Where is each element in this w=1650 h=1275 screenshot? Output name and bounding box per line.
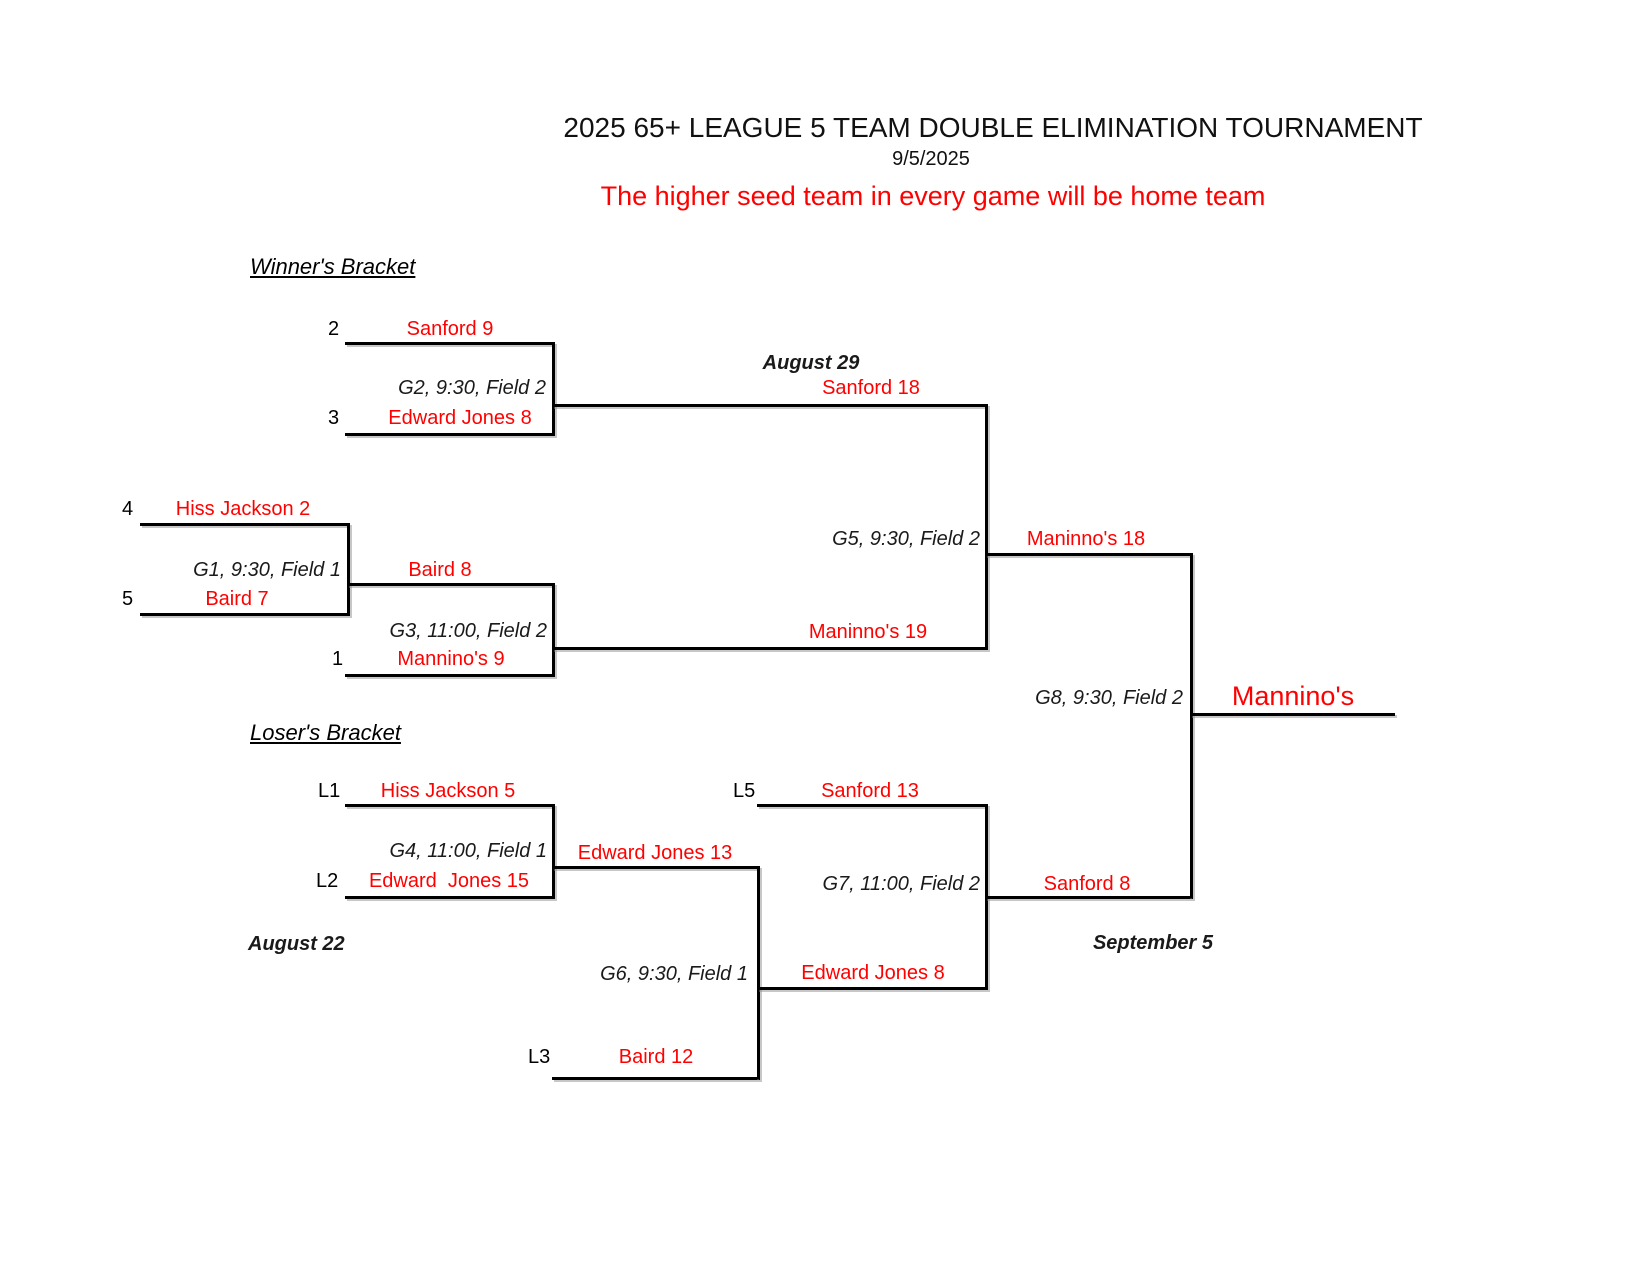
g5-winner-line [985,553,1190,556]
g2-connector [552,342,555,436]
g4-top-seed: L1 [318,780,341,802]
g2-bottom-line [345,433,552,436]
g2-top-line [345,342,552,345]
g2-bottom-seed: 3 [328,407,340,429]
g6-game-label: G6, 9:30, Field 1 [600,963,748,985]
g7-winner-line [985,896,1190,899]
g1-game-label: G1, 9:30, Field 1 [193,559,341,581]
g7-top-line [757,804,985,807]
g1-top-seed: 4 [122,498,134,520]
g6-bottom-team: Baird 12 [618,1046,694,1068]
g4-bottom-team: Edward Jones 15 [368,870,530,892]
winners-bracket-heading: Winner's Bracket [250,254,416,279]
g5-game-label: G5, 9:30, Field 2 [832,528,980,550]
g3-connector [552,583,555,677]
g8-game-label: G8, 9:30, Field 2 [1035,687,1183,709]
g3-winner-line [552,647,985,650]
g4-bottom-seed: L2 [316,870,339,892]
g1-bottom-team: Baird 7 [205,588,269,610]
round-date-september-5: September 5 [1092,932,1214,954]
g2-winner-team: Sanford 18 [822,377,920,399]
g2-bottom-team: Edward Jones 8 [388,407,532,429]
g2-top-team: Sanford 9 [406,318,494,340]
g3-bottom-seed: 1 [332,648,344,670]
g4-winner-team: Edward Jones 13 [577,842,733,864]
g4-bottom-line [345,896,552,899]
losers-bracket-heading: Loser's Bracket [250,720,401,745]
g1-bottom-line [140,613,347,616]
g3-bottom-line [345,674,552,677]
home-team-note: The higher seed team in every game will … [600,181,1266,211]
g6-winner-team: Edward Jones 8 [801,962,945,984]
g4-connector [552,804,555,899]
g2-winner-line [552,404,985,407]
g2-top-seed: 2 [328,318,340,340]
g1-bottom-seed: 5 [122,588,134,610]
g1-top-team: Hiss Jackson 2 [175,498,311,520]
g6-bottom-line [552,1077,757,1080]
g7-winner-team: Sanford 8 [1043,873,1131,895]
g5-winner-team: Maninno's 18 [1026,528,1146,550]
champion-line [1190,713,1395,716]
page-date: 9/5/2025 [892,148,970,170]
page-title: 2025 65+ LEAGUE 5 TEAM DOUBLE ELIMINATIO… [563,112,1423,143]
g1-connector [347,523,350,616]
g3-game-label: G3, 11:00, Field 2 [389,620,548,642]
g6-bottom-seed: L3 [528,1046,551,1068]
g5-connector [985,404,988,650]
g1-top-line [140,523,347,526]
g2-game-label: G2, 9:30, Field 2 [398,377,546,399]
g4-top-line [345,804,552,807]
g1-winner-line [347,583,552,586]
g6-connector [757,866,760,1080]
round-date-august-22: August 22 [248,933,345,955]
g7-top-seed: L5 [733,780,756,802]
g3-bottom-team: Mannino's 9 [397,648,505,670]
g3-winner-team: Maninno's 19 [808,621,928,643]
g7-top-team: Sanford 13 [821,780,919,802]
champion-team: Mannino's [1231,681,1355,711]
g6-winner-line [757,987,985,990]
g1-winner-team: Baird 8 [408,559,472,581]
g4-game-label: G4, 11:00, Field 1 [389,840,548,862]
g4-winner-line [552,866,757,869]
g4-top-team: Hiss Jackson 5 [380,780,516,802]
g7-game-label: G7, 11:00, Field 2 [822,873,981,895]
round-date-august-29: August 29 [762,352,860,374]
g8-connector [1190,553,1193,899]
